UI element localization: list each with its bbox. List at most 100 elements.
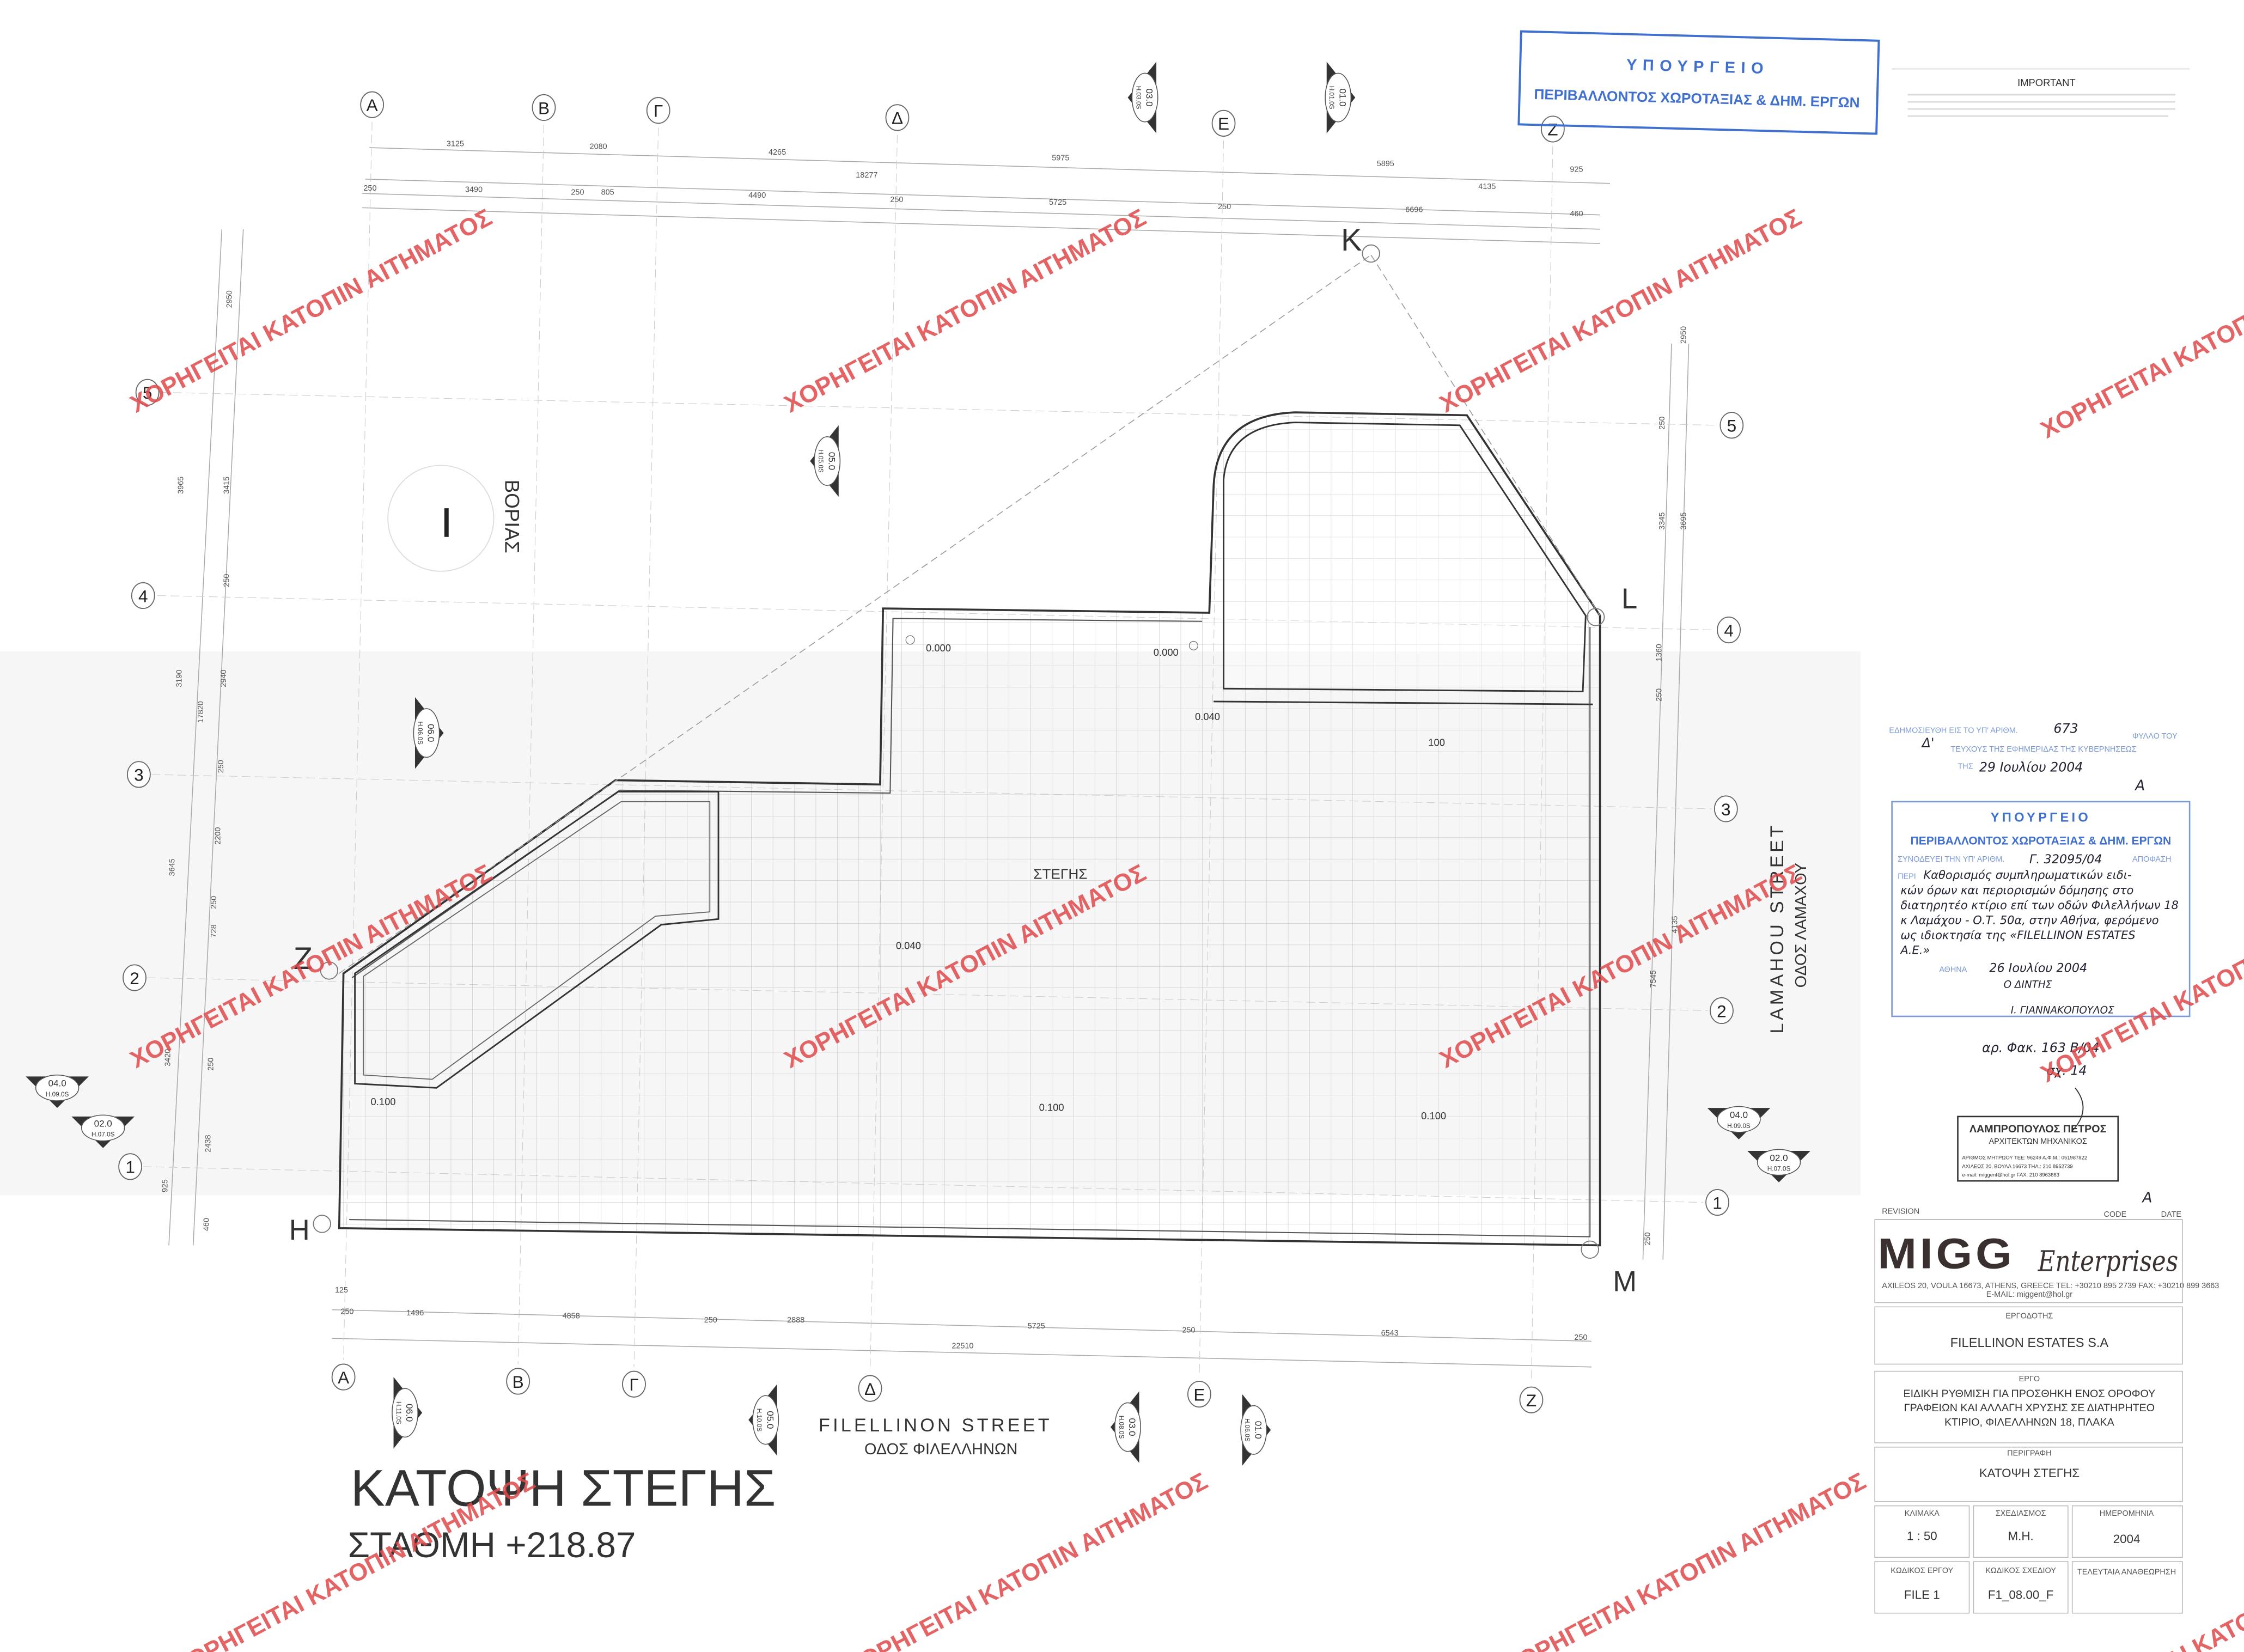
publication-line1-prefix: ΕΔΗΜΟΣΙΕΥΘΗ ΕΙΣ ΤΟ ΥΠ' ΑΡΙΘΜ. [1889,727,2017,735]
level-label: 0.000 [1154,647,1179,658]
revision-mark: A [2141,1190,2152,1206]
dimension-lines [168,147,1690,1368]
grid-bubble-icon [126,761,151,788]
dimension-label: 3190 [175,670,184,687]
section-reference: H.07.0S [92,1131,115,1138]
section-bubble-icon [1131,72,1158,123]
dimension-label: 2950 [225,290,234,308]
grid-col-bottom-label: Z [1526,1391,1536,1410]
grid-row-right: 3 [1714,795,1738,822]
section-marker: 04.0H.09.0S [1707,1106,1771,1139]
street-bottom-en: FILELLINON STREET [819,1415,1052,1436]
dimension-label: 3420 [164,1049,173,1066]
architect-line2: ΑΧΙΛΕΩΣ 20, ΒΟΥΛΑ 16673 ΤΗΛ.: 210 895273… [1962,1163,2072,1169]
dimension-label: 7545 [1649,970,1658,987]
dimension-label: 5895 [1377,160,1394,168]
project-code: FILE 1 [1904,1588,1940,1601]
section-marker: 03.0H.08.0S [1110,1391,1141,1463]
grid-col-bottom: Z [1519,1386,1544,1413]
grid-bubble-icon [858,1375,882,1402]
publication-line3-prefix: ΤΗΣ [1958,762,1973,771]
dimension-label: 5975 [1052,154,1069,163]
section-bubble-icon [752,1395,779,1445]
grid-row-left-label: 4 [138,586,148,606]
grid-col-top-label: B [538,98,550,118]
section-marker: 05.0H.10.0S [748,1384,779,1456]
grid-col-top: E [1211,109,1236,137]
section-reference: H.11.0S [395,1401,403,1424]
dimension-label: 3695 [1679,512,1688,529]
dimension-label: 4135 [1670,916,1679,933]
grid-bubble-icon [1710,997,1734,1025]
section-number: 04.0 [1730,1110,1748,1120]
grid-col-top: Δ [885,104,910,131]
grid-bubble-icon [123,964,147,991]
section-number: 05.0 [765,1411,775,1429]
section-bubble-icon [1757,1149,1801,1176]
section-reference: H.09.0S [46,1090,69,1098]
grid-bubble-icon [532,94,556,121]
decision-body-line: κ Λαμάχου - Ο.Τ. 50α, στην Αθήνα, φερόμε… [1900,913,2158,926]
decision-body-line: κών όρων και περιορισμών δόμησης στο [1900,883,2133,897]
section-bubble-icon [81,1114,125,1142]
design-value: Μ.Η. [2008,1529,2034,1543]
stamp-line1: ΥΠΟΥΡΓΕΙΟ [1626,56,1770,77]
grid-row-right: 4 [1717,616,1741,644]
grid-row-left: 5 [135,379,160,406]
grid-row-right-label: 3 [1721,800,1731,819]
north-label: ΒΟΡΙΑΣ [501,480,523,553]
section-reference: H.06.0S [1243,1418,1251,1442]
publication-mark: A [2134,778,2145,794]
section-number: 03.0 [1144,88,1155,106]
dimension-label: 3490 [465,185,483,194]
dimension-label: 1360 [1655,644,1664,661]
grid-bubble-icon [885,104,910,131]
dimension-label: 2940 [219,670,228,687]
grid-axis-line [160,392,1718,426]
publication-number: 673 [2054,721,2078,736]
dimension-label: 250 [1655,688,1664,702]
grid-bubble-icon [1705,1188,1730,1216]
dimension-label: 250 [340,1307,353,1316]
point-label: K [1341,223,1362,258]
north-arrow: ΒΟΡΙΑΣ [387,465,523,572]
description-label: ΠΕΡΙΓΡΑΦΗ [2007,1449,2051,1458]
section-bubble-icon [35,1074,80,1101]
dimension-label: 3645 [168,858,177,876]
section-number: 02.0 [94,1118,112,1129]
section-number: 02.0 [1770,1153,1788,1163]
dimension-label: 18277 [856,171,877,180]
section-reference: H.05.0S [817,449,825,473]
grid-bubble-icon [131,582,155,609]
drawing-level: ΣΤΑΘΜΗ +218.87 [347,1525,636,1565]
dimension-label: 5725 [1049,198,1066,207]
section-number: 06.0 [426,724,436,742]
dimension-label: 4858 [563,1312,580,1320]
grid-col-bottom-label: E [1193,1385,1205,1404]
decision-signatory: Ι. ΓΙΑΝΝΑΚΟΠΟΥΛΟΣ [2011,1005,2114,1016]
decision-body-line: ως ιδιοκτησία της «FILELLINON ESTATES [1900,928,2135,942]
dimension-label: 250 [890,196,903,204]
publication-line2: ΤΕΥΧΟΥΣ ΤΗΣ ΕΦΗΜΕΡΙΔΑΣ ΤΗΣ ΚΥΒΕΡΝΗΣΕΩΣ [1950,745,2136,754]
publication-date: 29 Ιουλίου 2004 [1979,760,2083,775]
dimension-label: 4135 [1478,182,1496,191]
dimension-label: 250 [222,574,231,587]
client-name: FILELLINON ESTATES S.A [1950,1336,2109,1350]
section-reference: H.08.0S [1118,1416,1125,1439]
grid-col-bottom: Δ [858,1375,882,1402]
grid-row-left: 4 [131,582,155,609]
dimension-label: 250 [704,1316,717,1325]
dimension-label: 925 [1570,166,1583,174]
company-logo-script: Enterprises [2038,1245,2178,1278]
grid-row-right: 2 [1710,997,1734,1025]
dimension-label: 3125 [447,139,464,148]
section-marker: 03.0H.03.0S [1127,62,1158,133]
grid-col-top-label: Z [1547,120,1558,139]
scale-value: 1 : 50 [1907,1529,1937,1543]
grid-bubble-icon [1717,616,1741,644]
dimension-label: 3345 [1658,512,1667,529]
dimension-label: 6696 [1405,205,1423,214]
grid-row-left-label: 3 [134,765,144,785]
grid-col-bottom-label: Γ [629,1375,638,1394]
dimension-label: 728 [210,924,218,937]
